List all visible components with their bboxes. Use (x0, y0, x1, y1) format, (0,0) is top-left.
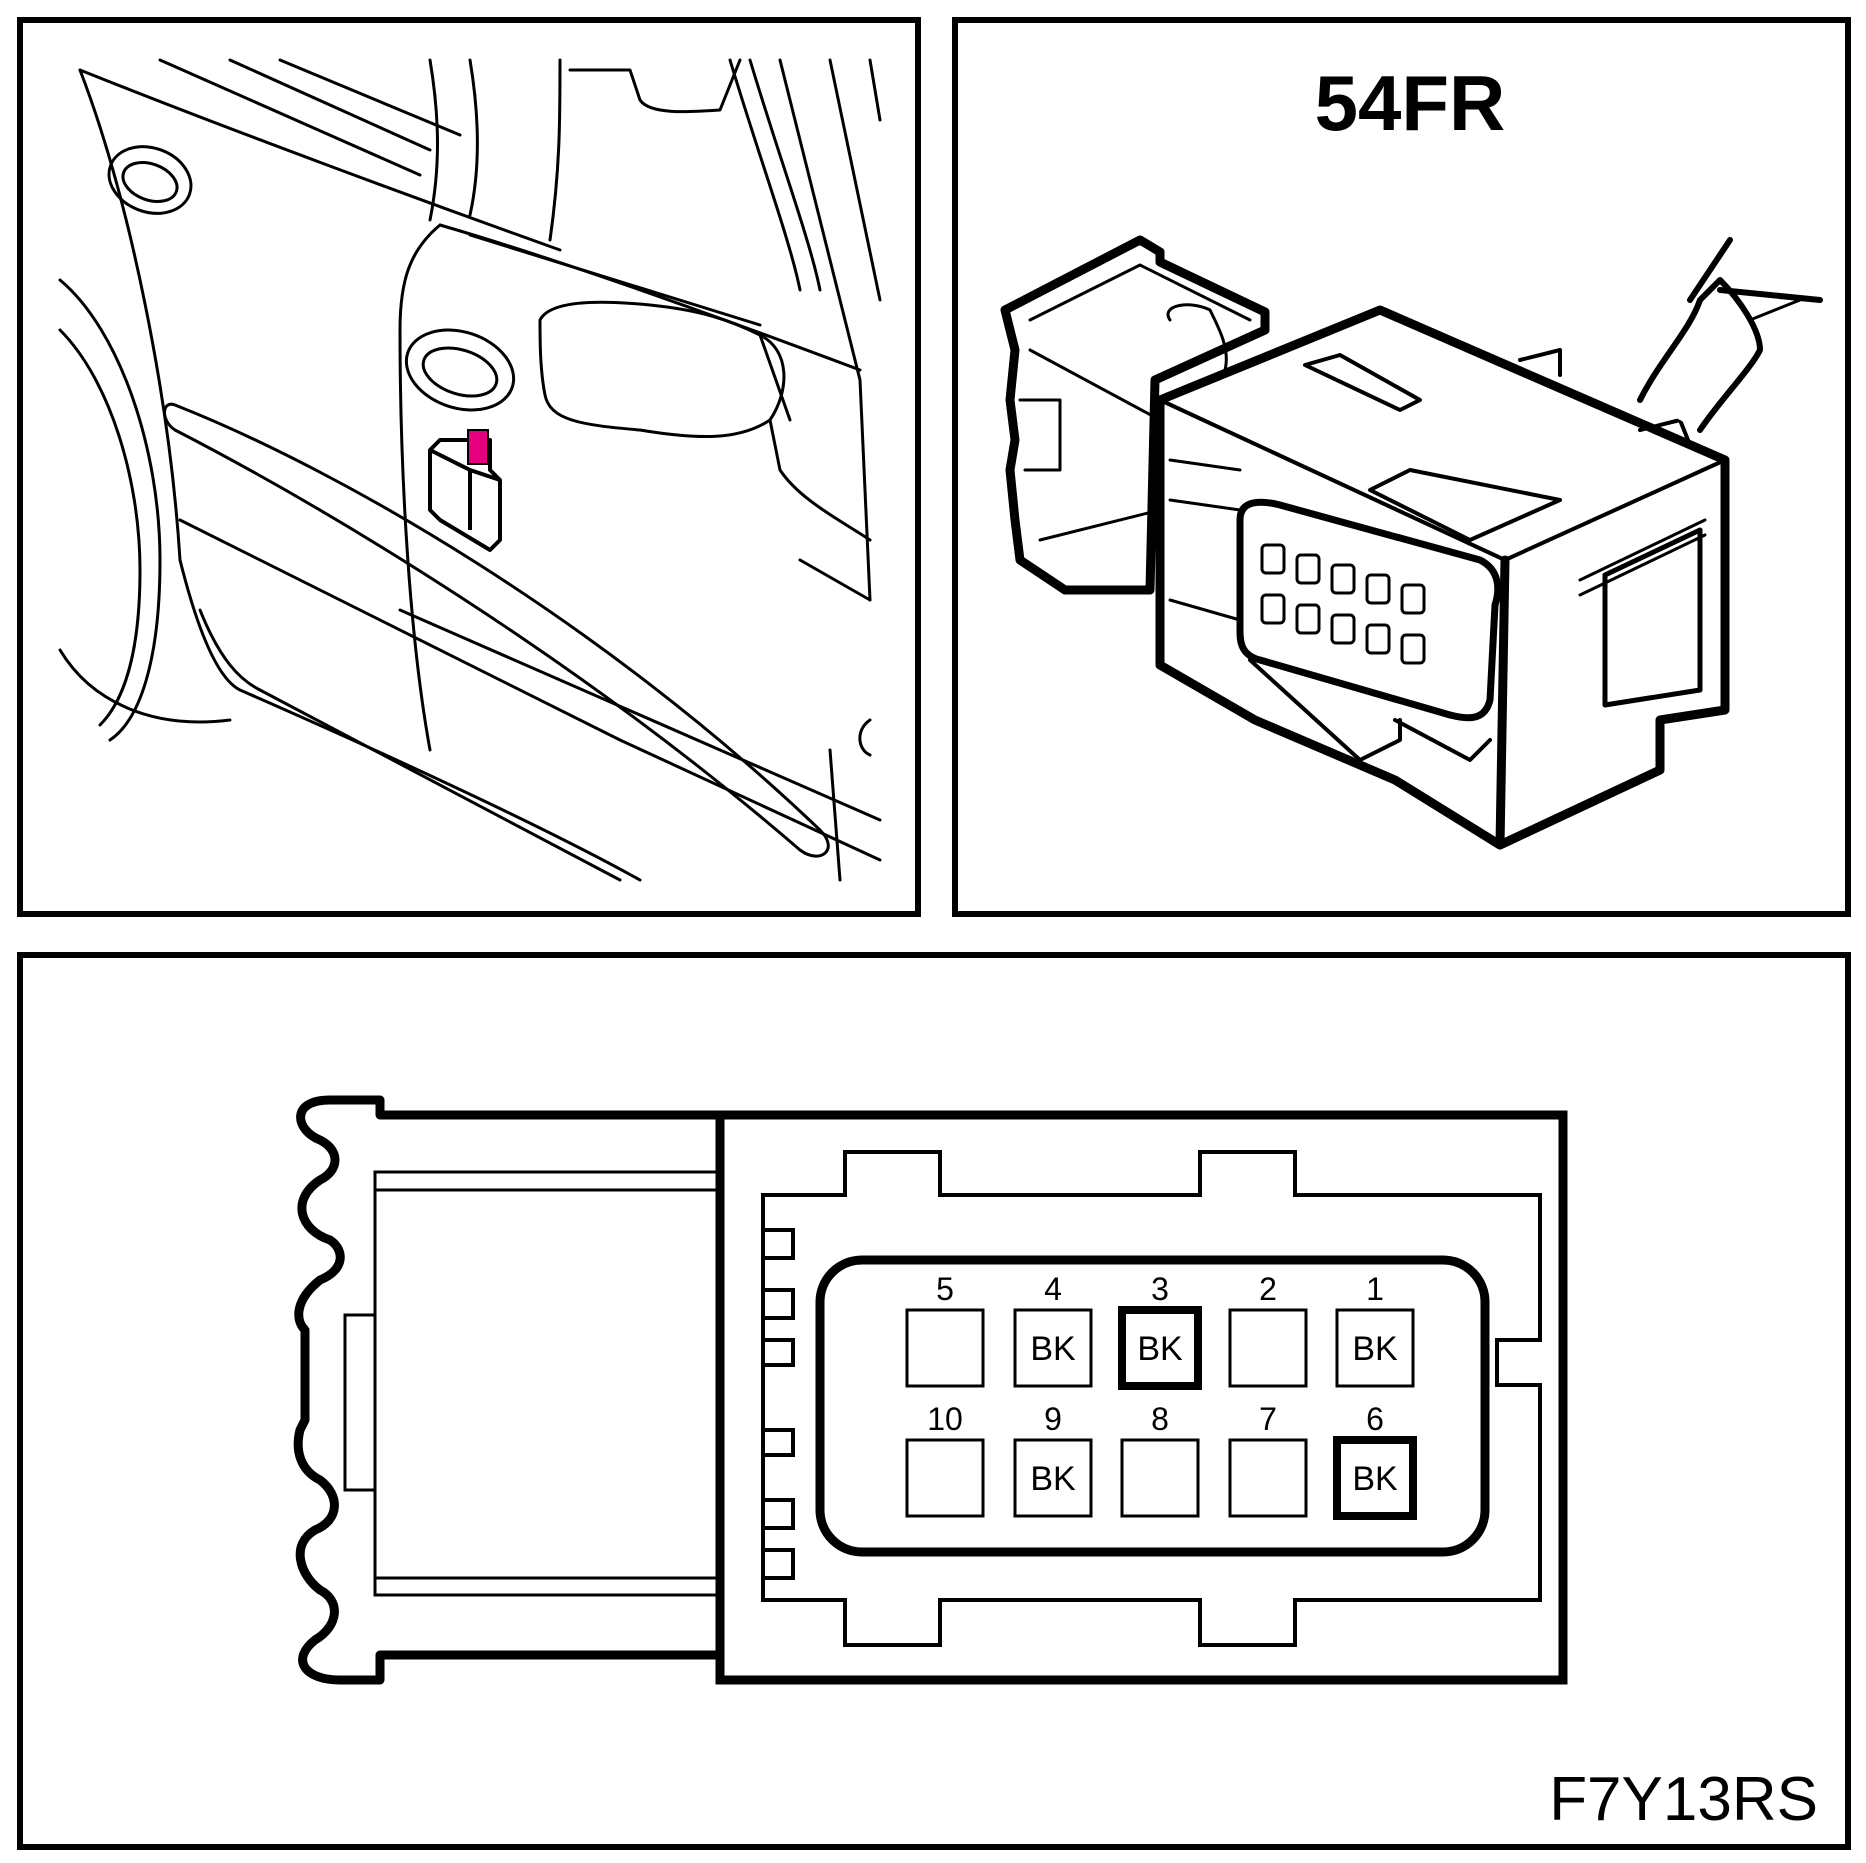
pin-9-wire-color: BK (1030, 1460, 1076, 1498)
pin-8-number: 8 (1151, 1401, 1169, 1437)
pin-5-cavity (905, 1308, 985, 1388)
pin-7-cavity (1228, 1438, 1308, 1518)
pin-3-number: 3 (1151, 1271, 1169, 1307)
pin-10-number: 10 (927, 1401, 963, 1437)
pin-3-wire-color: BK (1137, 1330, 1183, 1368)
drawing-code-label: F7Y13RS (1549, 1765, 1818, 1834)
pin-4-wire-color: BK (1030, 1330, 1076, 1368)
connector-location-marker (428, 429, 502, 552)
pin-6-wire-color: BK (1352, 1460, 1398, 1498)
location-panel (17, 17, 921, 917)
connector-latch-outline (293, 1095, 720, 1685)
connector-3d-panel: 54FR (952, 17, 1851, 917)
connector-id-label: 54FR (1315, 59, 1506, 147)
connector-3d-drawing (1000, 235, 1823, 850)
pin-8-cavity (1120, 1438, 1200, 1518)
pin-cavity-frame (815, 1255, 1490, 1557)
pin-6-cavity (1333, 1436, 1417, 1520)
pin-1-cavity (1335, 1308, 1415, 1388)
pin-3-cavity (1118, 1306, 1202, 1390)
pin-4-number: 4 (1044, 1271, 1062, 1307)
vehicle-door-drawing (58, 58, 882, 882)
pin-6-number: 6 (1366, 1401, 1384, 1437)
housing-side-notches (761, 1228, 795, 1580)
pin-10-cavity (905, 1438, 985, 1518)
latch-tab (343, 1313, 377, 1492)
pin-2-cavity (1228, 1308, 1308, 1388)
pin-4-cavity (1013, 1308, 1093, 1388)
pin-9-number: 9 (1044, 1401, 1062, 1437)
pin-7-number: 7 (1259, 1401, 1277, 1437)
housing-inner-outline (761, 1150, 1542, 1647)
connector-highlight (467, 429, 489, 465)
pin-1-wire-color: BK (1352, 1330, 1398, 1368)
pin-5-number: 5 (936, 1271, 954, 1307)
pin-2-number: 2 (1259, 1271, 1277, 1307)
pin-1-number: 1 (1366, 1271, 1384, 1307)
pin-9-cavity (1013, 1438, 1093, 1518)
